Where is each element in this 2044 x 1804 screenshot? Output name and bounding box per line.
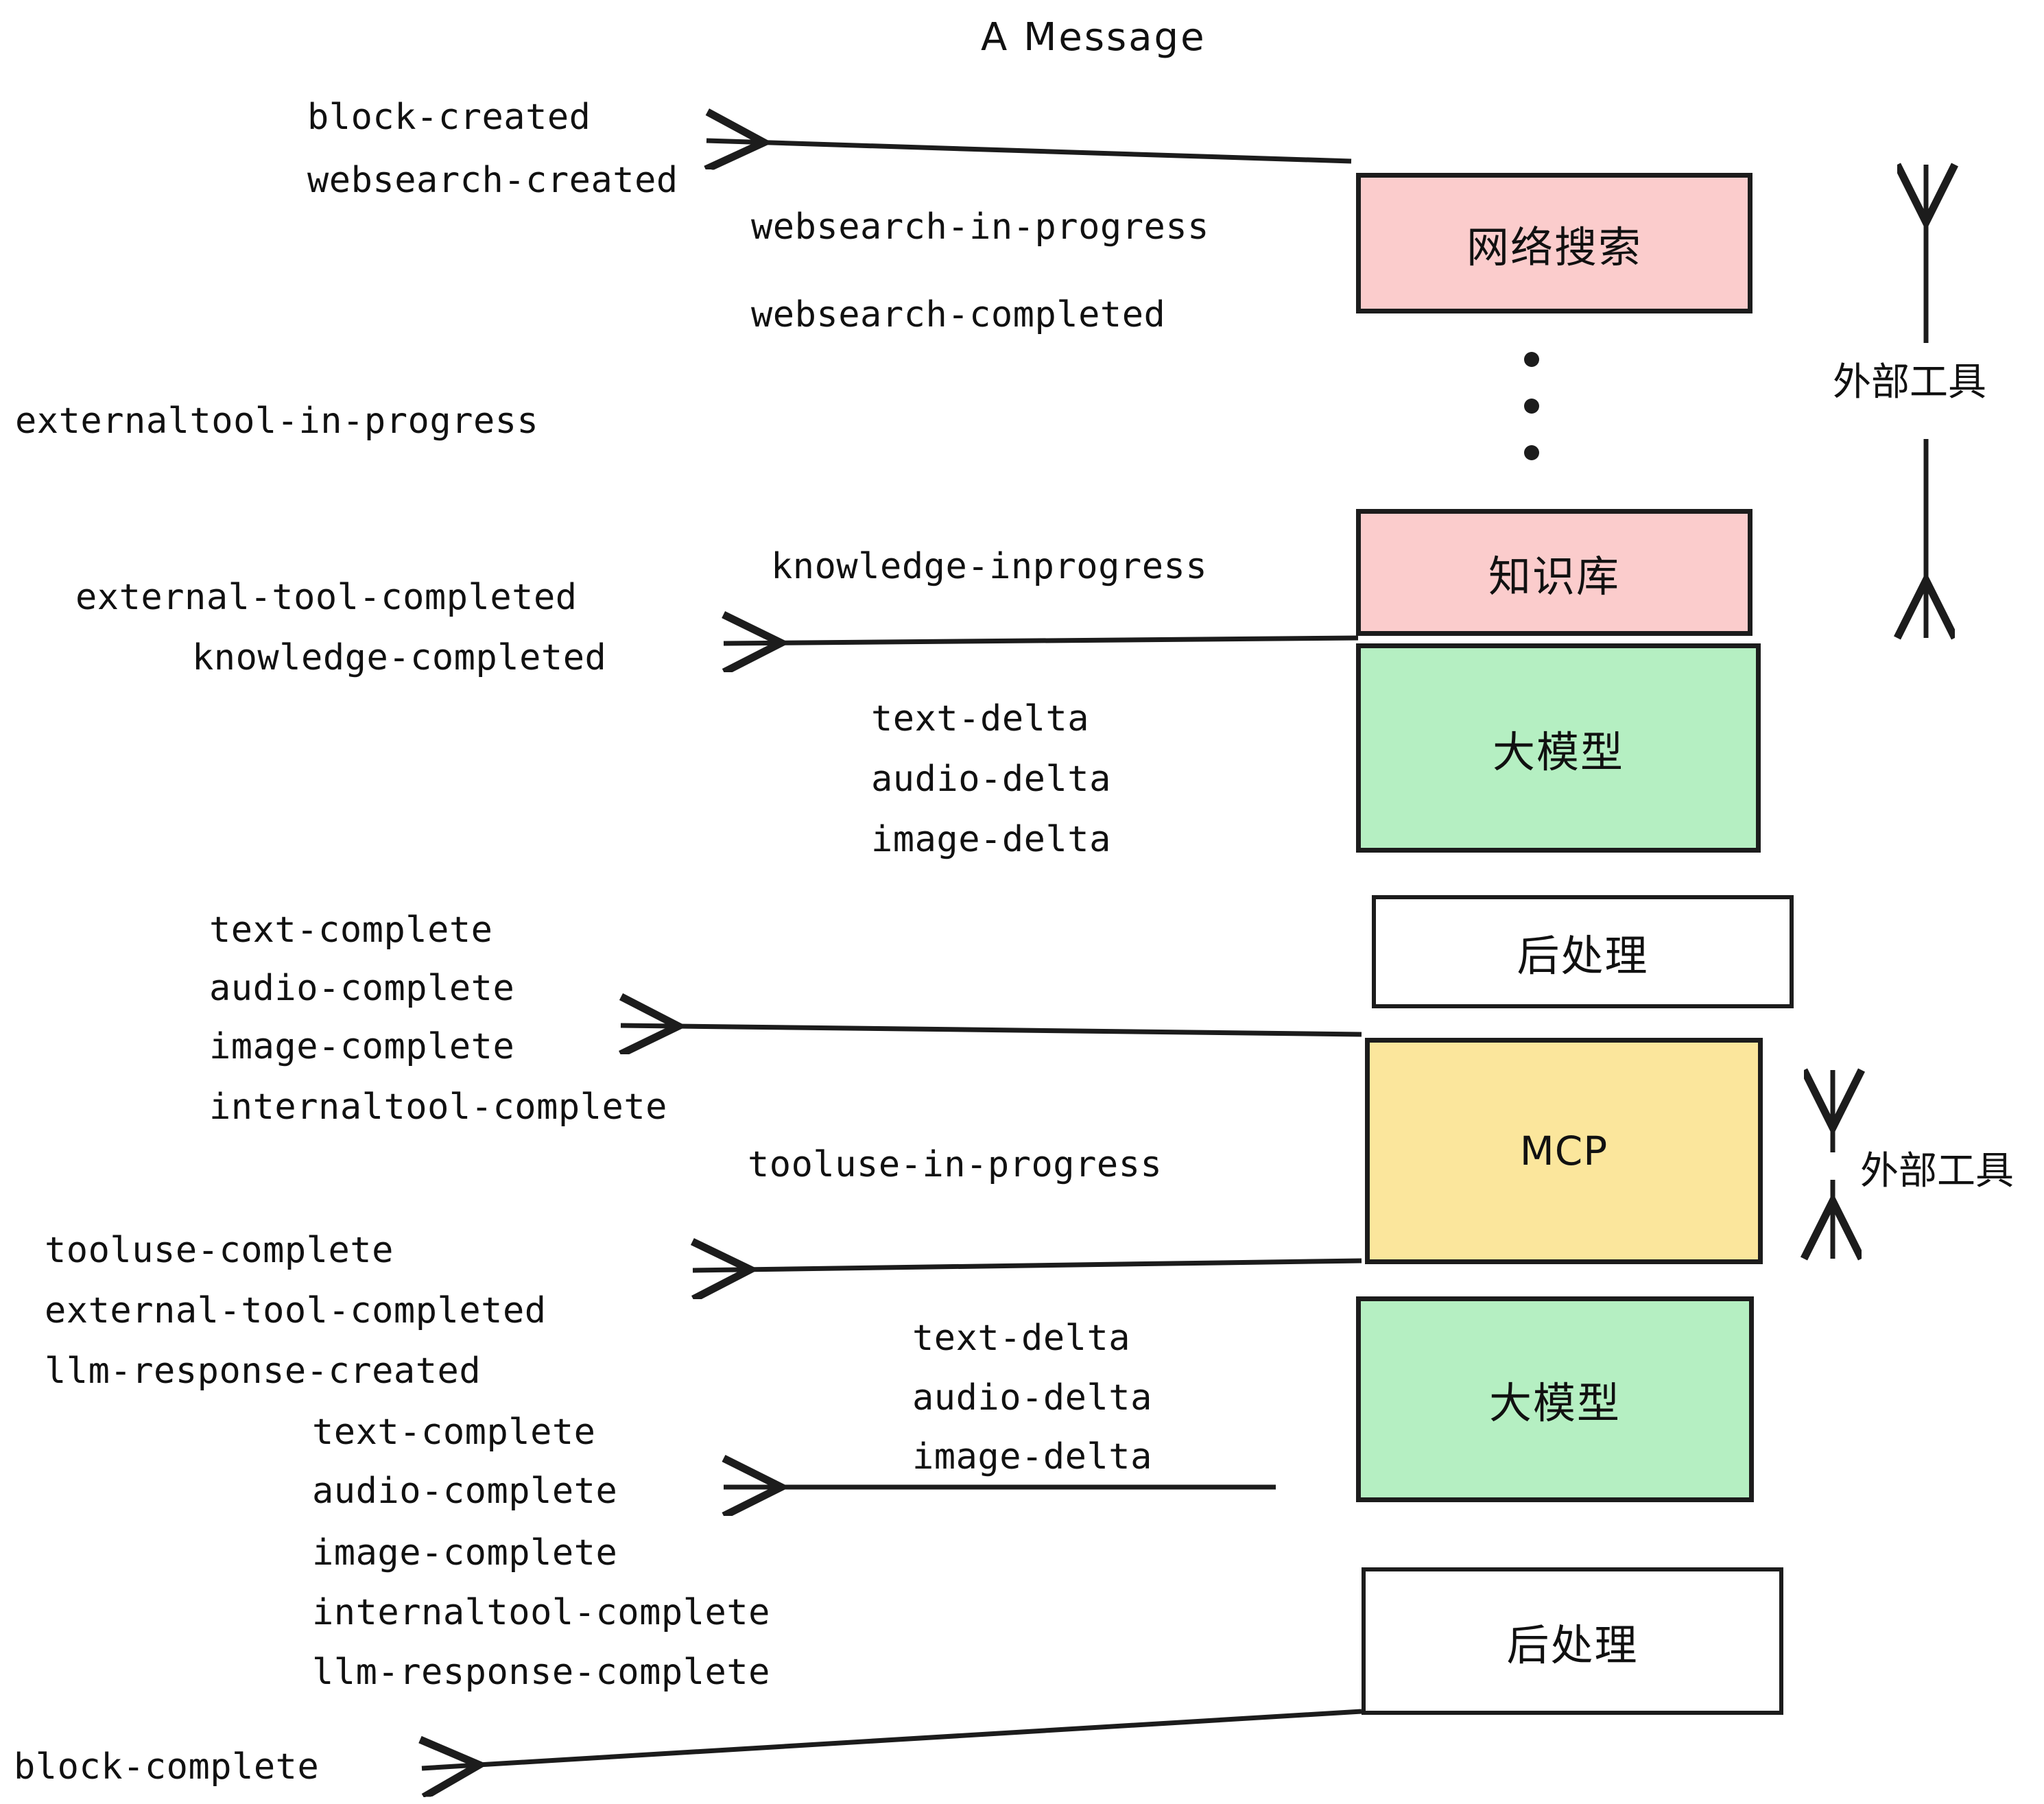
- event-image-delta-1: image-delta: [871, 819, 1111, 860]
- event-image-delta-2: image-delta: [912, 1436, 1152, 1477]
- event-audio-delta-1: audio-delta: [871, 759, 1111, 800]
- event-websearch-in-progress: websearch-in-progress: [751, 206, 1209, 248]
- box-mcp-label: MCP: [1519, 1128, 1608, 1174]
- event-external-tool-completed-1: external-tool-completed: [75, 577, 578, 618]
- box-llm-1-label: 大模型: [1492, 726, 1624, 777]
- box-postprocess-2-label: 后处理: [1506, 1619, 1639, 1670]
- event-text-complete-1: text-complete: [209, 910, 493, 951]
- box-websearch-label: 网络搜索: [1466, 222, 1642, 272]
- event-text-delta-1: text-delta: [871, 698, 1090, 739]
- event-knowledge-completed: knowledge-completed: [192, 637, 607, 678]
- arrow-websearch-created: [706, 141, 1352, 161]
- event-audio-complete-1: audio-complete: [209, 968, 515, 1009]
- arrow-knowledge-completed: [724, 638, 1359, 643]
- box-llm-2[interactable]: 大模型: [1356, 1296, 1754, 1502]
- box-knowledge-label: 知识库: [1488, 551, 1620, 602]
- event-image-complete-1: image-complete: [209, 1026, 515, 1067]
- event-audio-complete-2: audio-complete: [312, 1471, 618, 1512]
- event-internaltool-complete-1: internaltool-complete: [209, 1087, 667, 1128]
- event-internaltool-complete-2: internaltool-complete: [312, 1592, 770, 1633]
- box-websearch[interactable]: 网络搜索: [1356, 173, 1752, 313]
- vertical-ellipsis-icon: [1524, 352, 1539, 460]
- arrow-image-complete: [621, 1025, 1362, 1034]
- box-mcp[interactable]: MCP: [1365, 1038, 1763, 1264]
- box-llm-1[interactable]: 大模型: [1356, 643, 1761, 853]
- event-knowledge-inprogress: knowledge-inprogress: [771, 546, 1208, 587]
- event-external-tool-completed-2: external-tool-completed: [45, 1290, 547, 1331]
- side-label-external-tools-bottom: 外部工具: [1860, 1149, 2014, 1194]
- event-websearch-created: websearch-created: [307, 160, 678, 201]
- box-postprocess-1[interactable]: 后处理: [1372, 895, 1794, 1008]
- event-llm-response-created: llm-response-created: [45, 1351, 482, 1392]
- box-postprocess-1-label: 后处理: [1517, 930, 1649, 981]
- event-block-created: block-created: [307, 97, 591, 138]
- box-postprocess-2[interactable]: 后处理: [1362, 1567, 1783, 1715]
- event-image-complete-2: image-complete: [312, 1532, 618, 1574]
- event-websearch-completed: websearch-completed: [751, 294, 1166, 335]
- event-text-delta-2: text-delta: [912, 1318, 1131, 1359]
- arrow-tooluse-complete: [693, 1261, 1362, 1270]
- event-tooluse-in-progress: tooluse-in-progress: [748, 1144, 1163, 1185]
- box-knowledge[interactable]: 知识库: [1356, 509, 1752, 636]
- event-llm-response-complete: llm-response-complete: [312, 1652, 770, 1693]
- event-audio-delta-2: audio-delta: [912, 1377, 1152, 1419]
- event-block-complete: block-complete: [14, 1746, 320, 1788]
- event-text-complete-2: text-complete: [312, 1412, 596, 1453]
- side-label-external-tools-top: 外部工具: [1833, 360, 1986, 405]
- box-llm-2-label: 大模型: [1488, 1378, 1621, 1428]
- event-tooluse-complete: tooluse-complete: [45, 1230, 394, 1271]
- arrow-block-complete: [422, 1709, 1362, 1768]
- page-title: A Message: [981, 15, 1207, 60]
- event-externaltool-in-progress: externaltool-in-progress: [15, 401, 539, 442]
